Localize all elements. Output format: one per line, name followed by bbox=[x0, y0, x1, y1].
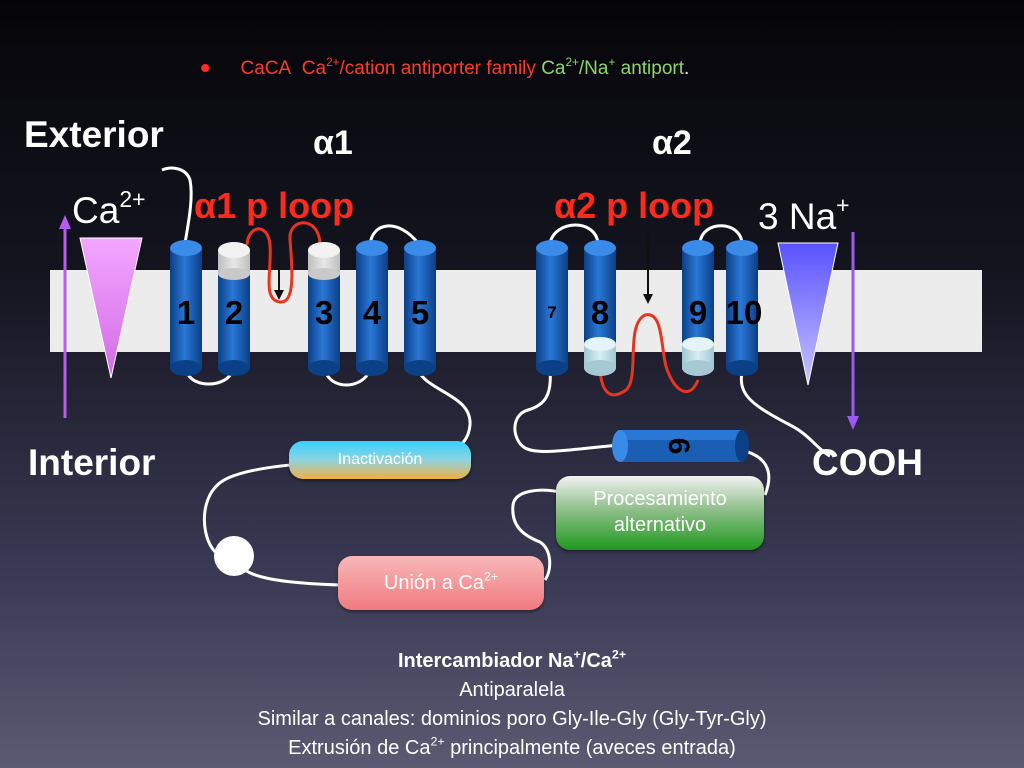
helix-label-7: 7 bbox=[547, 303, 556, 322]
antiport-post: antiport bbox=[615, 58, 685, 80]
helix-7 bbox=[536, 240, 568, 376]
family-name-post: /cation antiporter family bbox=[339, 58, 536, 80]
ca-gradient-triangle bbox=[79, 237, 143, 379]
helix-6 bbox=[612, 430, 749, 462]
antiport-mid: /Na bbox=[578, 58, 609, 80]
na-ion-label: 3 Na+ bbox=[758, 191, 850, 237]
splicing-line-2: alternativo bbox=[613, 514, 707, 536]
na-gradient-triangle bbox=[777, 242, 839, 386]
helix-4 bbox=[356, 240, 388, 376]
helix-1 bbox=[170, 240, 202, 376]
phosphorylation-site bbox=[214, 536, 254, 576]
helix-3 bbox=[308, 242, 340, 376]
helix-label-5: 5 bbox=[411, 294, 429, 331]
na-arrow-head bbox=[847, 416, 859, 430]
helix-8 bbox=[584, 240, 616, 376]
family-name-pre: Ca bbox=[301, 58, 327, 80]
helix-label-8: 8 bbox=[591, 294, 609, 331]
splicing-line-1: Procesamiento bbox=[593, 488, 727, 510]
helix-label-6: 6 bbox=[662, 438, 695, 455]
helix-2 bbox=[218, 242, 250, 376]
footer-line-1: Antiparalela bbox=[459, 679, 565, 701]
pore-indicator-arrows bbox=[274, 228, 653, 304]
helix-label-4: 4 bbox=[363, 294, 382, 331]
family-abbr: CaCA bbox=[240, 58, 292, 80]
helix-label-9: 9 bbox=[689, 294, 707, 331]
ca-arrow-head bbox=[59, 215, 71, 229]
footer-line-2: Similar a canales: dominios poro Gly-Ile… bbox=[257, 708, 767, 730]
alpha2-label: α2 bbox=[652, 124, 692, 162]
antiport-sup: 2+ bbox=[565, 55, 579, 69]
alpha2-p-loop-label: α2 p loop bbox=[554, 185, 715, 226]
helix-9 bbox=[682, 240, 714, 376]
family-name-sup: 2+ bbox=[326, 55, 340, 69]
helix-label-1: 1 bbox=[177, 294, 195, 331]
ca-binding-region: Unión a Ca2+ bbox=[338, 556, 544, 610]
alternative-splicing-region: Procesamiento alternativo bbox=[556, 476, 764, 550]
antiport-pre: Ca bbox=[541, 58, 566, 80]
p-loops bbox=[245, 221, 700, 397]
helix-label-10: 10 bbox=[726, 294, 763, 331]
exterior-label: Exterior bbox=[24, 114, 164, 155]
header-line: •CaCA Ca2+/cation antiporter family Ca2+… bbox=[200, 52, 689, 86]
helix-10 bbox=[726, 240, 758, 376]
helix-5 bbox=[404, 240, 436, 376]
footer-title: Intercambiador Na+/Ca2+ bbox=[397, 647, 627, 672]
cooh-label: COOH bbox=[812, 442, 923, 483]
helix-label-2: 2 bbox=[225, 294, 243, 331]
header-end: . bbox=[684, 58, 690, 80]
alpha1-label: α1 bbox=[313, 124, 353, 162]
antiport-sup2: + bbox=[608, 55, 616, 69]
ca-ion-label: Ca2+ bbox=[72, 185, 146, 231]
helix-label-3: 3 bbox=[315, 294, 333, 331]
alpha1-p-loop-label: α1 p loop bbox=[194, 185, 355, 226]
interior-label: Interior bbox=[28, 442, 156, 483]
inactivation-region: Inactivación bbox=[289, 441, 471, 479]
bullet-icon: • bbox=[200, 52, 211, 85]
footer-line-3: Extrusión de Ca2+ principalmente (aveces… bbox=[288, 734, 736, 759]
